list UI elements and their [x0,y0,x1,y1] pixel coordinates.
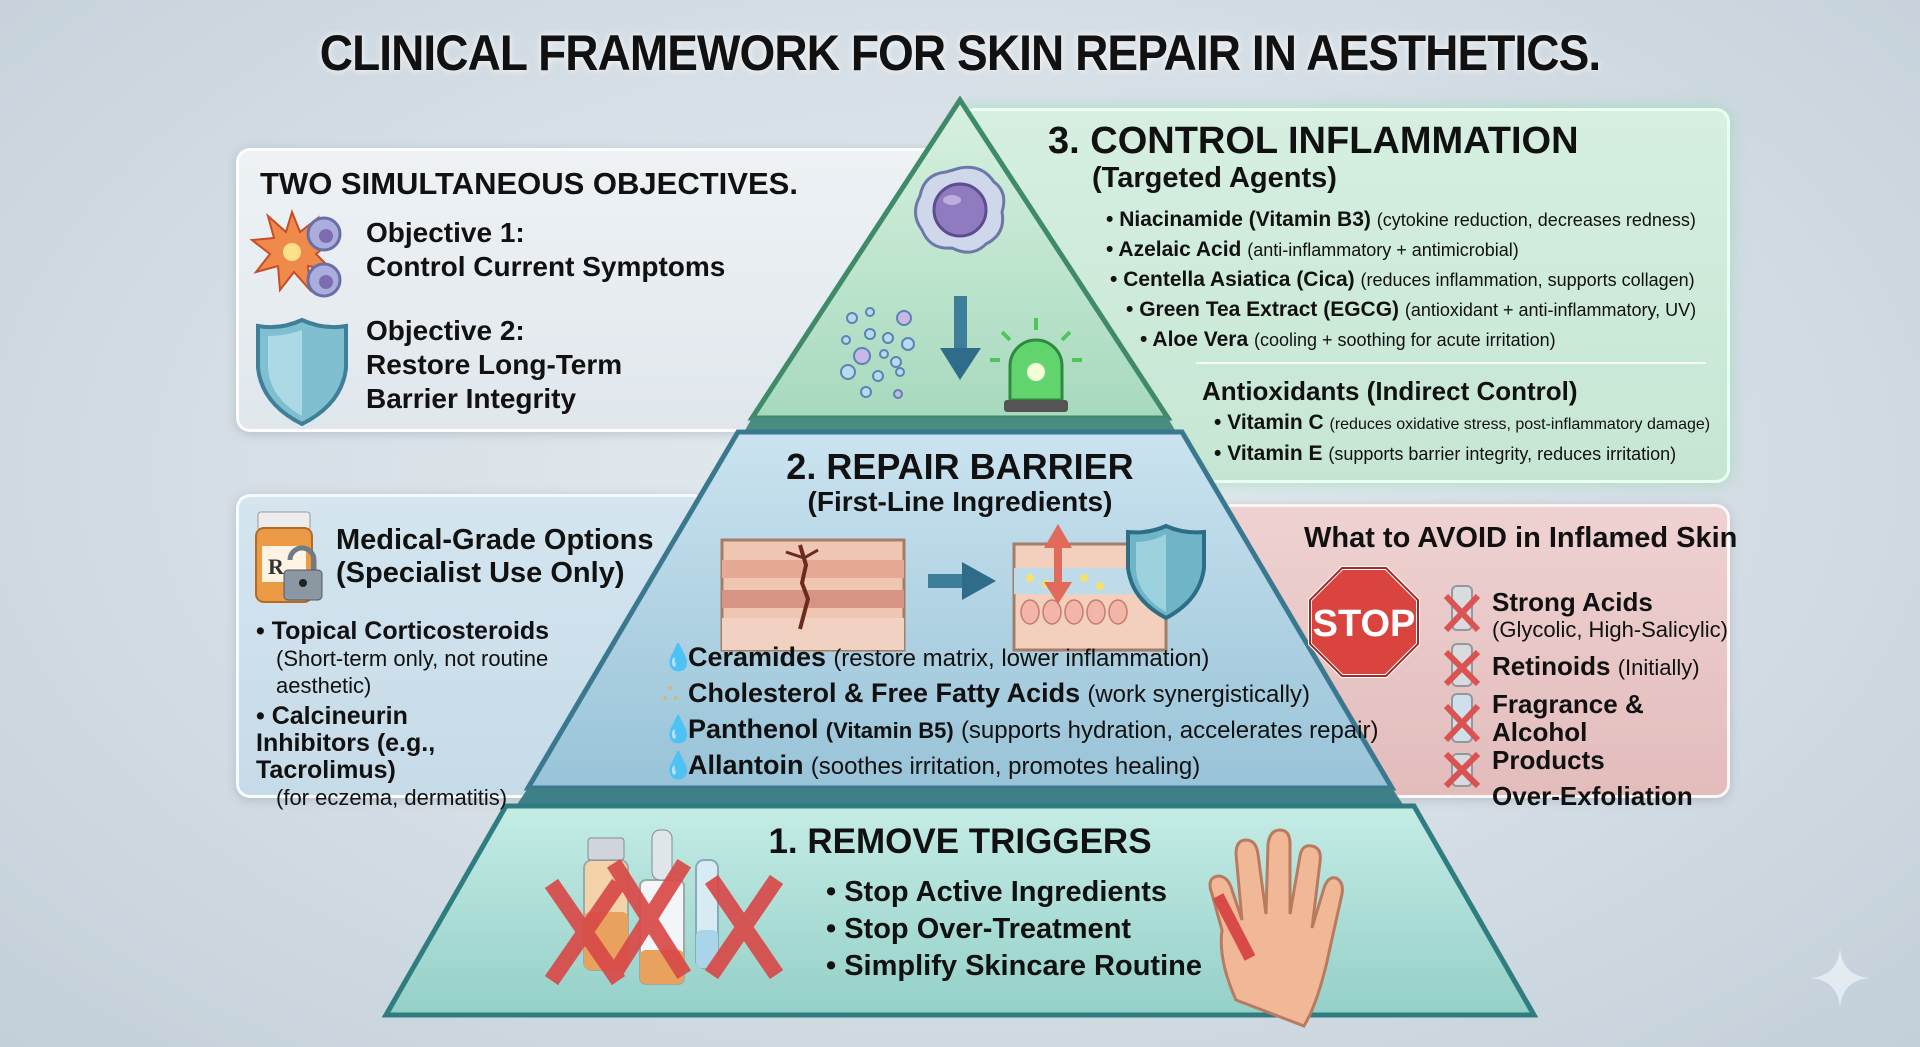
double-arrow-icon [1044,524,1072,604]
water-drop-icon: 💧 [662,642,695,672]
list-item: Calcineurin Inhibitors (e.g., Tacrolimus… [256,703,556,811]
control-inflammation-subheading: (Targeted Agents) [1092,162,1337,194]
antioxidants-list: Vitamin C (reduces oxidative stress, pos… [1214,408,1710,469]
list-item: Centella Asiatica (Cica) (reduces inflam… [1110,265,1696,295]
objective-1-label: Objective 1: [366,217,525,248]
list-item: Aloe Vera (cooling + soothing for acute … [1140,325,1696,355]
list-item: 💧Ceramides (restore matrix, lower inflam… [662,642,1210,672]
list-item: Azelaic Acid (anti-inflammatory + antimi… [1106,235,1696,265]
objective-2-label: Objective 2: [366,315,525,346]
medical-grade-list: Topical Corticosteroids (Short-term only… [256,617,556,811]
lipid-dots-icon: ∴ [662,678,679,708]
repaired-skin-icon [1012,524,1168,652]
objective-1-text: Control Current Symptoms [366,251,726,282]
list-item: Fragrance & Alcohol Products [1492,689,1644,775]
objectives-heading: TWO SIMULTANEOUS OBJECTIVES. [260,166,798,201]
remove-triggers-list: Stop Active Ingredients Stop Over-Treatm… [826,874,1202,985]
objective-2-text-2: Barrier Integrity [366,383,577,414]
shield-icon [1126,523,1206,621]
targeted-agents-list: Niacinamide (Vitamin B3) (cytokine reduc… [1106,205,1696,355]
objective-2-text: Restore Long-Term [366,349,623,380]
control-inflammation-heading: 3. CONTROL INFLAMMATION [1048,120,1579,162]
repair-ingredients-list: 💧Ceramides (restore matrix, lower inflam… [662,640,1378,784]
right-arrow-icon [928,562,996,600]
amber-drop-icon: 💧 [662,714,695,744]
remove-triggers-heading: 1. REMOVE TRIGGERS [768,822,1152,861]
list-item: Niacinamide (Vitamin B3) (cytokine reduc… [1106,205,1696,235]
list-item: Stop Active Ingredients [826,874,1202,911]
repair-barrier-subheading: (First-Line Ingredients) [807,486,1113,517]
list-item: Strong Acids(Glycolic, High-Salicylic) [1492,587,1728,642]
list-item: Green Tea Extract (EGCG) (antioxidant + … [1126,295,1696,325]
list-item: Retinoids (Initially) [1492,651,1700,681]
blue-drop-icon: 💧 [662,750,695,780]
list-item: Simplify Skincare Routine [826,948,1202,985]
divider [1196,362,1706,364]
antioxidants-heading: Antioxidants (Indirect Control) [1202,376,1578,406]
list-item: Over-Exfoliation [1492,781,1693,811]
damaged-skin-icon [720,538,906,652]
list-item: Topical Corticosteroids (Short-term only… [256,617,556,699]
avoid-list: Strong Acids(Glycolic, High-Salicylic) R… [1492,588,1728,818]
objective-2: Objective 2: Restore Long-Term Barrier I… [366,314,622,416]
avoid-heading: What to AVOID in Inflamed Skin [1304,522,1738,554]
list-item: ∴Cholesterol & Free Fatty Acids (work sy… [662,678,1311,708]
list-item: 💧Panthenol (Vitamin B5) (supports hydrat… [662,714,1379,744]
red-x-icons [544,858,784,986]
list-item: Stop Over-Treatment [826,911,1202,948]
list-item: Vitamin E (supports barrier integrity, r… [1214,439,1710,469]
page-title: CLINICAL FRAMEWORK FOR SKIN REPAIR IN AE… [319,25,1601,81]
list-item: 💧Allantoin (soothes irritation, promotes… [662,750,1201,780]
list-item: Vitamin C (reduces oxidative stress, pos… [1214,408,1710,439]
objective-1: Objective 1: Control Current Symptoms [366,216,725,284]
repair-barrier-heading: 2. REPAIR BARRIER [786,446,1134,487]
medical-grade-heading: Medical-Grade Options (Specialist Use On… [336,524,654,589]
sparkle-icon [1810,948,1870,1008]
